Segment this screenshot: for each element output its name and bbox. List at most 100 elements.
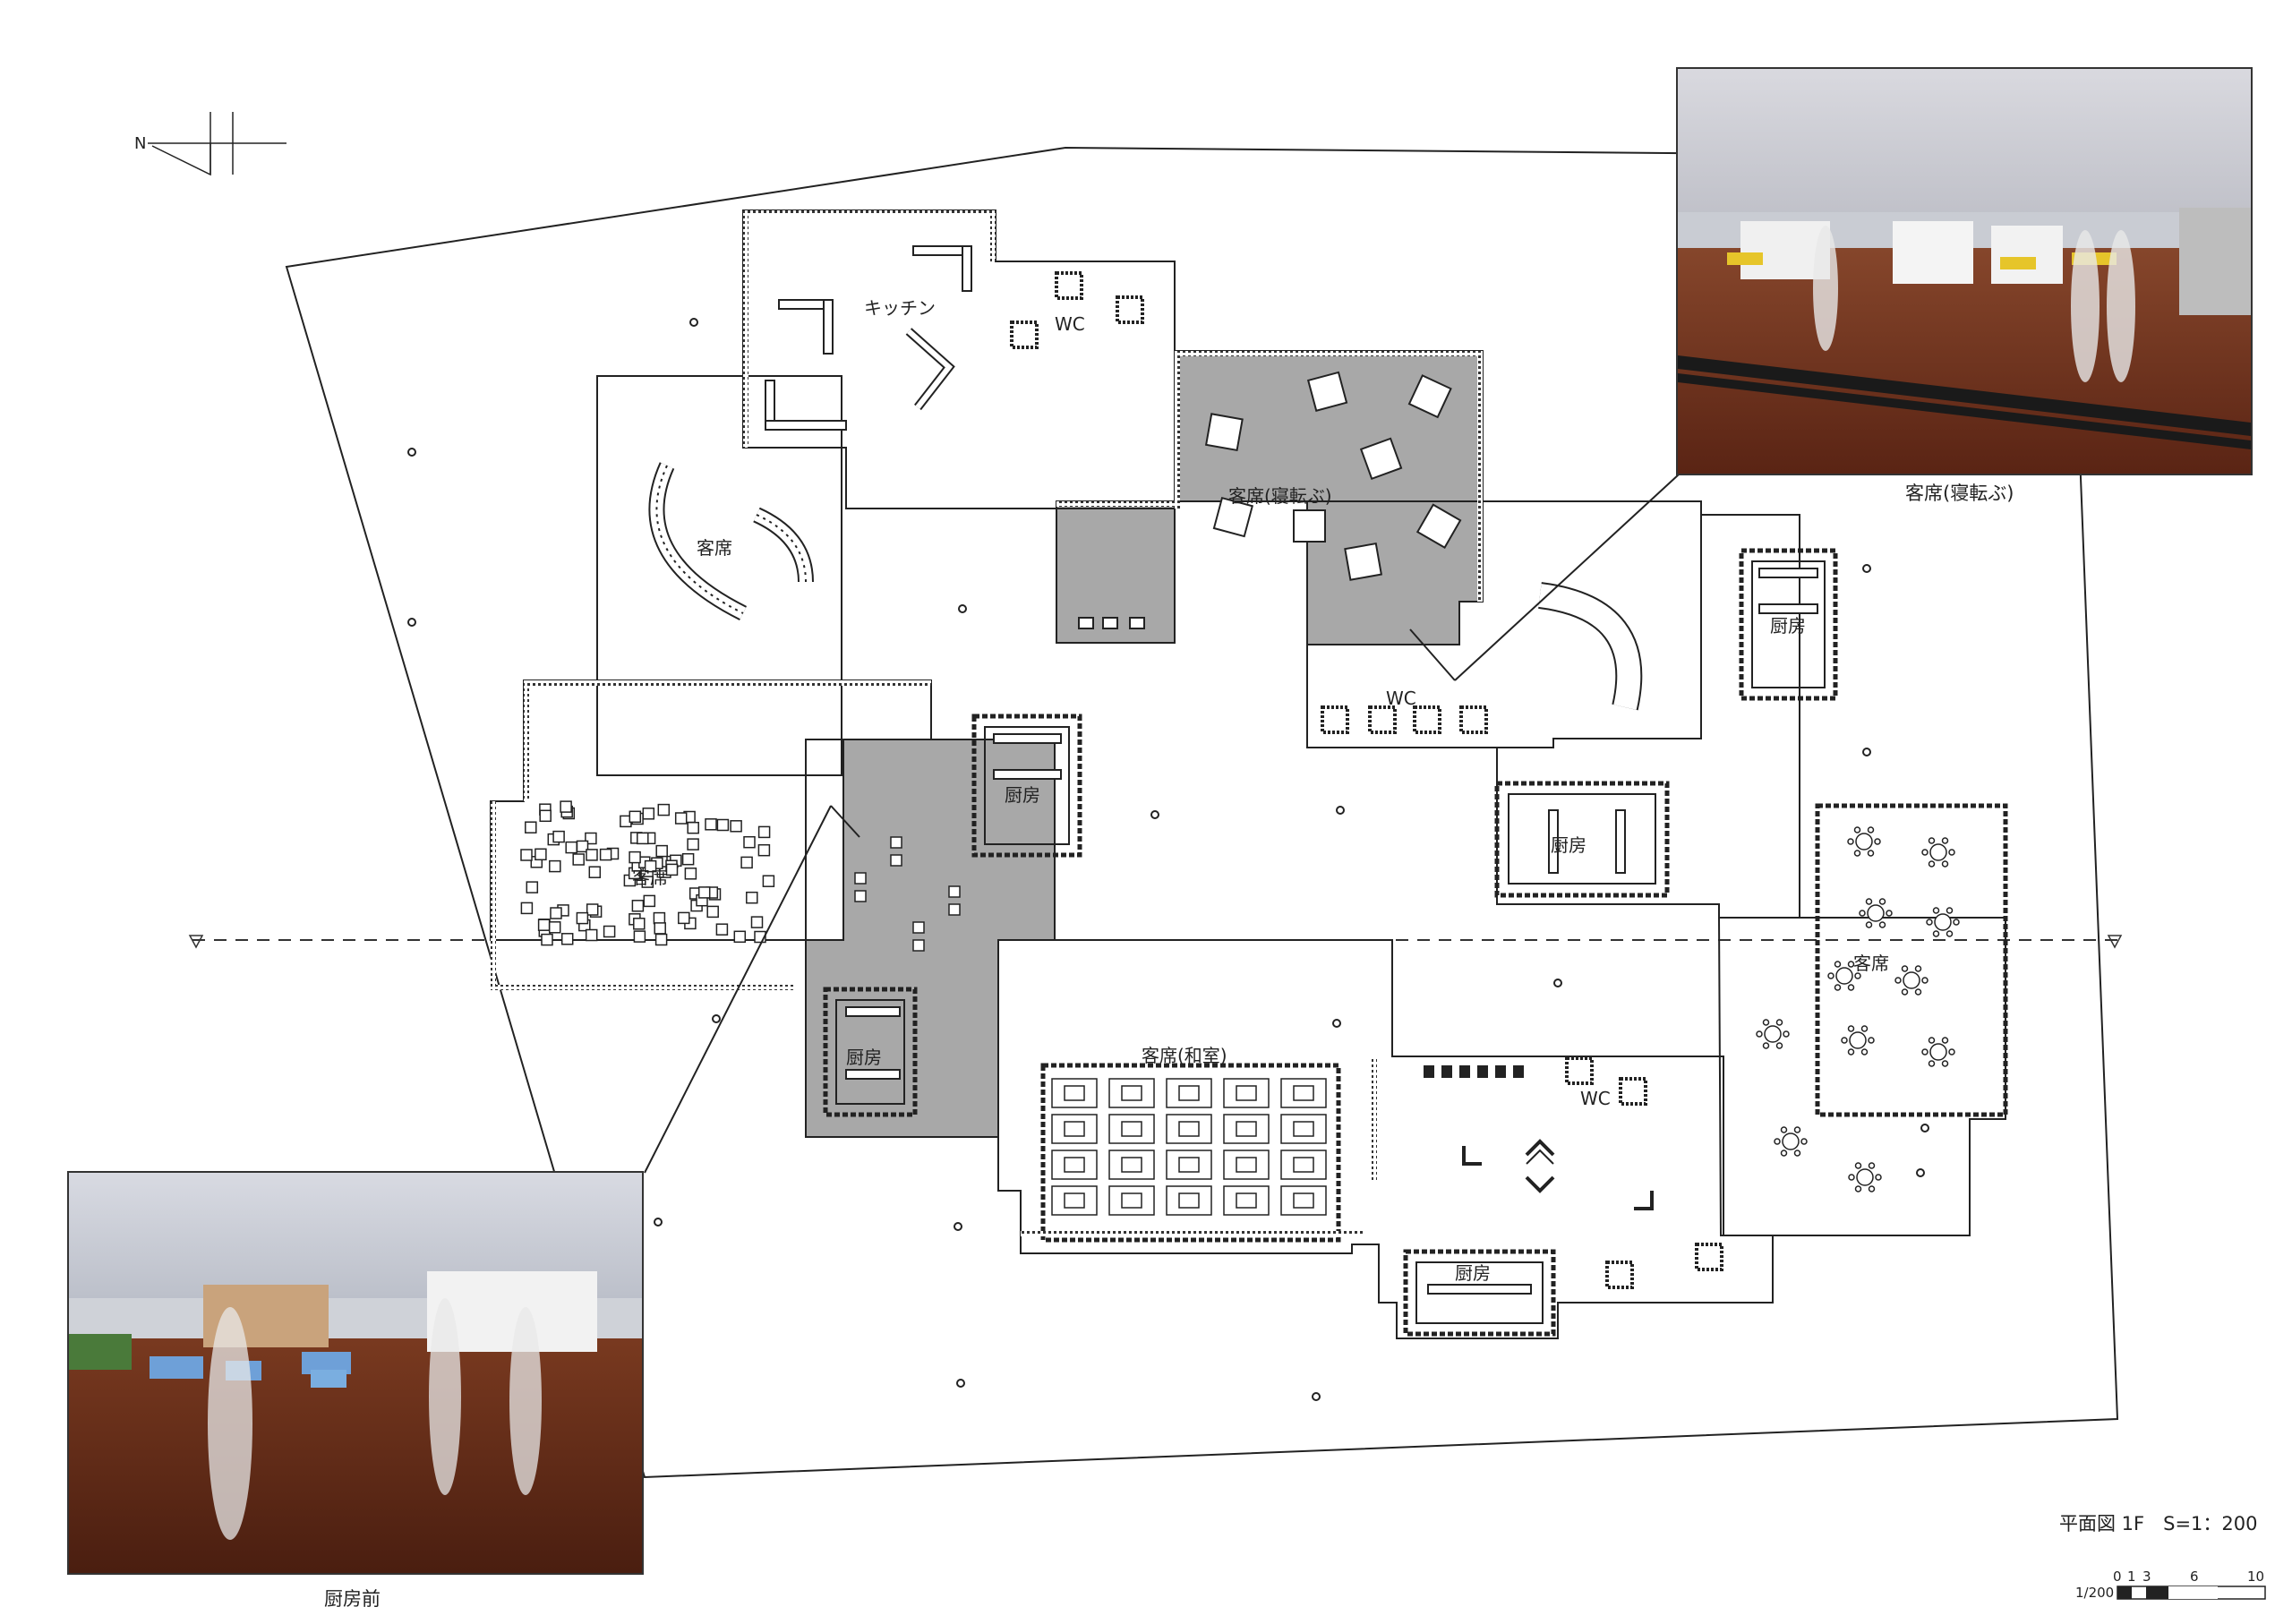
stool (560, 800, 572, 813)
stool (654, 922, 666, 935)
round-tables (1756, 826, 1960, 1192)
stool (746, 891, 758, 904)
stool (657, 803, 671, 816)
room-label-seats-left: 客席 (697, 537, 732, 559)
scale-tick-3: 3 (2142, 1568, 2151, 1585)
low-table (1064, 1157, 1085, 1173)
round-table (1764, 1025, 1782, 1043)
lying-mats (1078, 371, 1462, 629)
low-table (1293, 1157, 1314, 1173)
kitchen-counters (765, 245, 972, 431)
room-label-wc-low: WC (1580, 1088, 1611, 1109)
stool (684, 868, 697, 880)
stool (757, 825, 771, 839)
low-table (1178, 1192, 1200, 1209)
round-table (1855, 833, 1873, 850)
stool (743, 835, 756, 849)
low-table (1293, 1192, 1314, 1209)
chair (1847, 984, 1855, 991)
room-label-seats-washitsu: 客席(和室) (1142, 1045, 1227, 1066)
bottom-room-seats (1424, 1065, 1524, 1078)
room-label-wc-mid: WC (1386, 688, 1416, 709)
chair (1921, 1048, 1929, 1056)
room-label-kitchen: キッチン (864, 297, 936, 319)
round-table (1903, 971, 1920, 989)
chair (1928, 1037, 1936, 1044)
sheet-title: 平面図 1F S=1：200 (2059, 1513, 2258, 1534)
chair (1901, 965, 1909, 972)
chair (1841, 1037, 1848, 1044)
chair (1914, 965, 1922, 972)
chair (1932, 907, 1940, 914)
stool (586, 849, 598, 861)
chair (1928, 860, 1936, 868)
chair (1847, 1025, 1855, 1032)
chair (1848, 1174, 1855, 1181)
stool (740, 856, 753, 869)
stool (687, 821, 699, 834)
low-table (1064, 1085, 1085, 1101)
chair (1860, 1048, 1869, 1056)
chair (1948, 1048, 1955, 1056)
chair (1941, 1037, 1949, 1044)
chair (1874, 838, 1881, 845)
chair (1847, 838, 1854, 845)
chair (1865, 921, 1873, 928)
chair (1847, 961, 1855, 968)
room-label-seats-grid: 客席 (632, 867, 668, 888)
chair (1775, 1019, 1783, 1026)
low-table (1178, 1085, 1200, 1101)
chair (1875, 1174, 1882, 1181)
stool (633, 930, 646, 943)
stool (730, 820, 742, 833)
stool (550, 907, 562, 919)
stool (643, 894, 656, 908)
round-table (1849, 1031, 1867, 1049)
stool (706, 905, 719, 919)
low-table (1121, 1085, 1142, 1101)
stool (539, 809, 552, 823)
walls (491, 210, 2008, 1337)
chair (1775, 1042, 1783, 1049)
stool (705, 818, 717, 831)
room-label-chubo-bottom: 厨房 (1455, 1262, 1491, 1284)
stool (654, 933, 668, 946)
chair (1928, 837, 1936, 844)
low-table (1236, 1157, 1257, 1173)
chair (1860, 1025, 1869, 1032)
stool (678, 911, 690, 925)
gray-zone-stools (854, 836, 961, 952)
chair (1783, 1030, 1790, 1038)
round-table (1856, 1168, 1874, 1186)
curved-benches (648, 462, 1643, 711)
round-table (1929, 1043, 1947, 1061)
chair (1854, 1162, 1862, 1169)
stool (757, 843, 771, 857)
room-label-chubo-center: 厨房 (1005, 784, 1040, 806)
stool (653, 911, 666, 925)
low-table (1236, 1085, 1257, 1101)
low-table (1178, 1121, 1200, 1137)
stool (697, 886, 711, 899)
chair (1868, 1185, 1876, 1192)
stool (572, 853, 585, 866)
round-table (1929, 843, 1947, 861)
chair (1780, 1150, 1788, 1157)
stool (629, 810, 642, 824)
chair (1953, 919, 1960, 926)
stool (576, 911, 589, 925)
stool (637, 832, 649, 845)
stool (560, 933, 574, 945)
chair (1868, 1037, 1875, 1044)
scale-tick-0: 0 (2113, 1568, 2122, 1585)
stool (715, 923, 729, 936)
low-table (1293, 1085, 1314, 1101)
room-label-seats-lying: 客席(寝転ぶ) (1228, 485, 1332, 507)
chair (1800, 1138, 1808, 1145)
low-table (1121, 1157, 1142, 1173)
render-photo-lying-seats (1676, 67, 2253, 475)
stool (520, 849, 533, 861)
stool (526, 881, 539, 893)
stool (665, 863, 679, 876)
